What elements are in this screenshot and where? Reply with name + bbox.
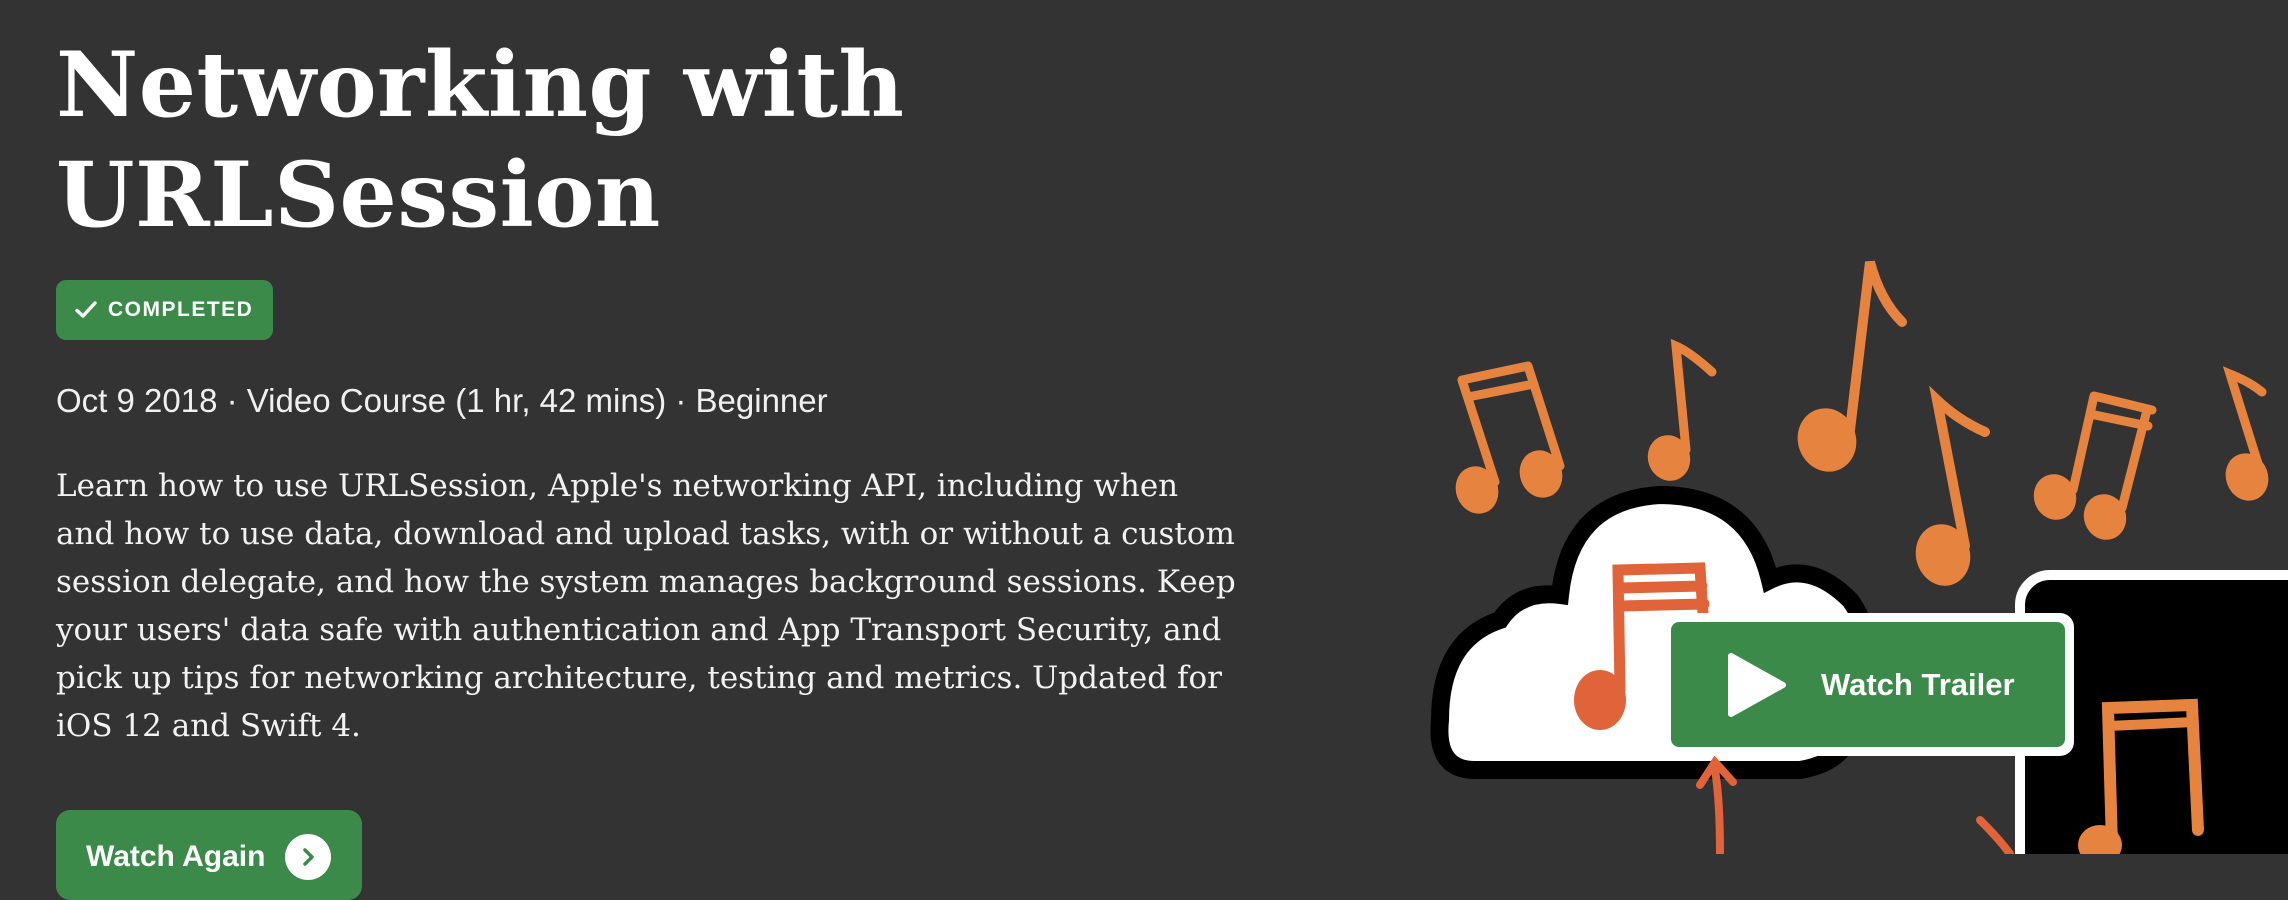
watch-trailer-label: Watch Trailer	[1821, 666, 2015, 702]
page-title: Networking with URLSession	[56, 30, 1056, 250]
watch-again-label: Watch Again	[86, 840, 266, 873]
course-meta: Oct 9 2018 · Video Course (1 hr, 42 mins…	[56, 382, 828, 419]
status-badge: COMPLETED	[56, 280, 274, 340]
chevron-right-icon	[285, 834, 332, 880]
play-icon	[1728, 652, 1786, 717]
title-line-2: URLSession	[56, 142, 661, 248]
course-artwork	[1430, 260, 2288, 854]
watch-trailer-inner: Watch Trailer	[1671, 622, 2065, 747]
watch-trailer-button[interactable]: Watch Trailer	[1662, 613, 2074, 756]
music-notes-illustration	[1455, 260, 2269, 586]
course-description: Learn how to use URLSession, Apple's net…	[56, 468, 1236, 744]
checkmark-icon	[75, 301, 97, 318]
title-line-1: Networking with	[56, 32, 905, 138]
watch-again-button[interactable]: Watch Again	[56, 810, 362, 900]
status-badge-label: COMPLETED	[108, 298, 254, 321]
